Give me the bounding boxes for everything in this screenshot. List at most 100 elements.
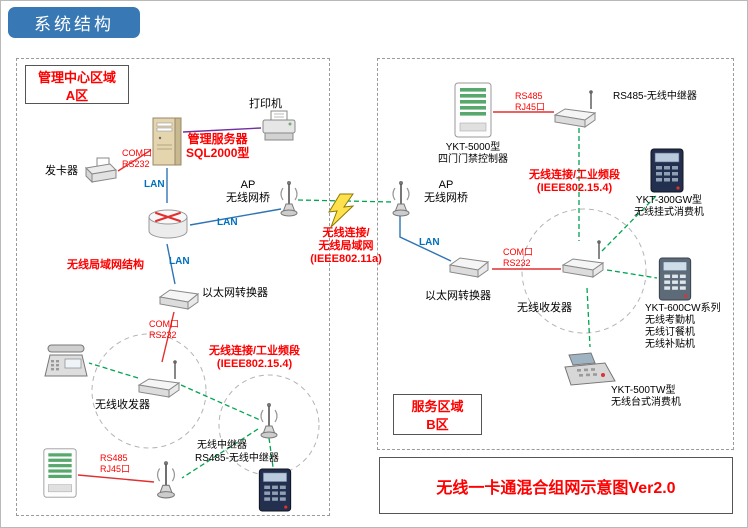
- wireless-links: [88, 128, 659, 479]
- transceiver-icon-left: [137, 360, 181, 398]
- router-icon: [148, 209, 188, 239]
- eth-converter-label-left: 以太网转换器: [202, 287, 268, 299]
- lan-label-3: LAN: [169, 256, 190, 267]
- com-port-label-2: COM口 RS232: [149, 319, 179, 342]
- ap-bridge-label-right: AP 无线网桥: [421, 179, 471, 205]
- printer-icon: [262, 110, 296, 141]
- door-controller-label: YKT-5000型 四门门禁控制器: [435, 142, 511, 166]
- pos500-label: YKT-500TW型 无线台式消费机: [611, 385, 681, 409]
- controller-model: YKT-5000型: [445, 142, 501, 153]
- pos-terminal-icon-left: [258, 468, 292, 512]
- mid-antenna-icon: [260, 403, 278, 439]
- rs232-text: RS232: [149, 330, 177, 341]
- rs485-repeater-label-left: RS485-无线中继器: [195, 453, 279, 464]
- com-port-label-1: COM口 RS232: [122, 148, 152, 171]
- industrial-band-label-right: 无线连接/工业频段 (IEEE802.15.4): [529, 169, 620, 195]
- rj45-text: RJ45口: [100, 464, 131, 475]
- server-model: SQL2000型: [186, 146, 250, 161]
- wifi-text-1: 无线连接/: [322, 227, 370, 239]
- rs485-text: RS485: [515, 91, 543, 101]
- diagram-caption: 无线一卡通混合组网示意图Ver2.0: [379, 457, 733, 514]
- zone-a-name: 管理中心区域: [37, 70, 116, 85]
- lan-label-4: LAN: [419, 237, 440, 248]
- zone-a-boundary: [16, 58, 330, 516]
- rs485-text: RS485: [100, 453, 128, 463]
- server-label: 管理服务器 SQL2000型: [186, 132, 249, 161]
- zone-b-label: 服务区域 B区: [393, 394, 482, 435]
- rs232-text: RS232: [122, 159, 150, 170]
- rj45-text: RJ45口: [515, 102, 546, 113]
- industrial-text-2: (IEEE802.15.4): [536, 182, 613, 195]
- bridge-text: 无线网桥: [424, 192, 468, 205]
- industrial-text-1: 无线连接/工业频段: [209, 345, 301, 357]
- wireless-range-circles: [91, 208, 647, 476]
- rs485-port-label-right: RS485 RJ45口: [515, 91, 545, 114]
- pos300-icon: [650, 148, 684, 193]
- industrial-band-label-left: 无线连接/工业频段 (IEEE802.15.4): [209, 345, 300, 371]
- lan-lines: [166, 168, 452, 285]
- rs485-port-label-left: RS485 RJ45口: [100, 453, 130, 476]
- card-issuer-icon: [84, 157, 118, 184]
- printer-label: 打印机: [249, 98, 282, 110]
- pos600-name-2: 无线订餐机: [645, 327, 695, 338]
- transceiver-label-left: 无线收发器: [95, 399, 150, 411]
- wifi-text-3: (IEEE802.11a): [310, 253, 382, 266]
- repeater-antenna-icon-left: [156, 461, 176, 499]
- ap-antenna-icon-left: [280, 181, 298, 217]
- pos500-name: 无线台式消费机: [611, 397, 681, 408]
- repeater-transceiver-icon-right: [553, 90, 597, 128]
- eth-converter-icon-right: [448, 257, 490, 278]
- server-icon: [152, 117, 182, 166]
- zone-a-id: A区: [65, 87, 89, 103]
- phone-icon: [44, 344, 88, 377]
- lan-label-2: LAN: [217, 217, 238, 228]
- rs485-repeater-label-right: RS485-无线中继器: [613, 91, 697, 102]
- industrial-text-2: (IEEE802.15.4): [216, 358, 293, 371]
- pos600-name-1: 无线考勤机: [645, 315, 695, 326]
- com-port-text: COM口: [122, 148, 152, 158]
- door-controller-icon: [454, 82, 492, 138]
- pos500-model: YKT-500TW型: [611, 385, 676, 396]
- zone-b-boundary: [377, 58, 734, 450]
- pos300-name: 无线挂式消费机: [634, 207, 704, 218]
- ap-text: AP: [438, 179, 454, 191]
- pos600-label: YKT-600CW系列 无线考勤机 无线订餐机 无线补贴机: [645, 303, 721, 351]
- wifi-text-2: 无线局域网: [318, 240, 374, 253]
- eth-converter-label-right: 以太网转换器: [425, 290, 491, 302]
- card-issuer-label: 发卡器: [45, 165, 78, 177]
- pos600-icon: [658, 257, 692, 301]
- printer-link-line: [182, 127, 262, 133]
- com-port-text: COM口: [503, 247, 533, 257]
- wlan-structure-label: 无线局域网结构: [67, 259, 144, 271]
- repeater-label: 无线中继器: [197, 440, 247, 451]
- wifi-link-label: 无线连接/ 无线局域网 (IEEE802.11a): [307, 227, 385, 267]
- caption-text: 无线一卡通混合组网示意图Ver2.0: [436, 479, 676, 497]
- ap-antenna-icon-right: [392, 181, 410, 217]
- transceiver-label-right: 无线收发器: [517, 302, 572, 314]
- server-name: 管理服务器: [187, 132, 248, 146]
- wall-controller-icon-left: [43, 448, 77, 498]
- zone-b-id: B区: [426, 416, 449, 432]
- bridge-text: 无线网桥: [226, 192, 270, 205]
- transceiver-icon-right: [561, 240, 605, 278]
- ap-bridge-label-left: AP 无线网桥: [223, 179, 273, 205]
- lan-label-1: LAN: [144, 179, 165, 190]
- ap-text: AP: [240, 179, 256, 191]
- zone-b-name: 服务区域: [411, 399, 464, 414]
- lightning-icon: [328, 193, 355, 228]
- serial-lines: [77, 111, 561, 483]
- page-title: 系统结构: [8, 7, 140, 38]
- com-port-label-3: COM口 RS232: [503, 247, 533, 270]
- rs232-text: RS232: [503, 258, 531, 269]
- industrial-text-1: 无线连接/工业频段: [529, 169, 621, 181]
- pos600-name-3: 无线补贴机: [645, 339, 695, 350]
- pos300-model: YKT-300GW型: [635, 195, 703, 206]
- pos600-model: YKT-600CW系列: [645, 303, 721, 314]
- com-port-text: COM口: [149, 319, 179, 329]
- zone-a-label: 管理中心区域 A区: [25, 65, 129, 104]
- pos300-label: YKT-300GW型 无线挂式消费机: [631, 195, 707, 219]
- controller-name: 四门门禁控制器: [438, 154, 508, 165]
- pos500-icon: [564, 352, 616, 386]
